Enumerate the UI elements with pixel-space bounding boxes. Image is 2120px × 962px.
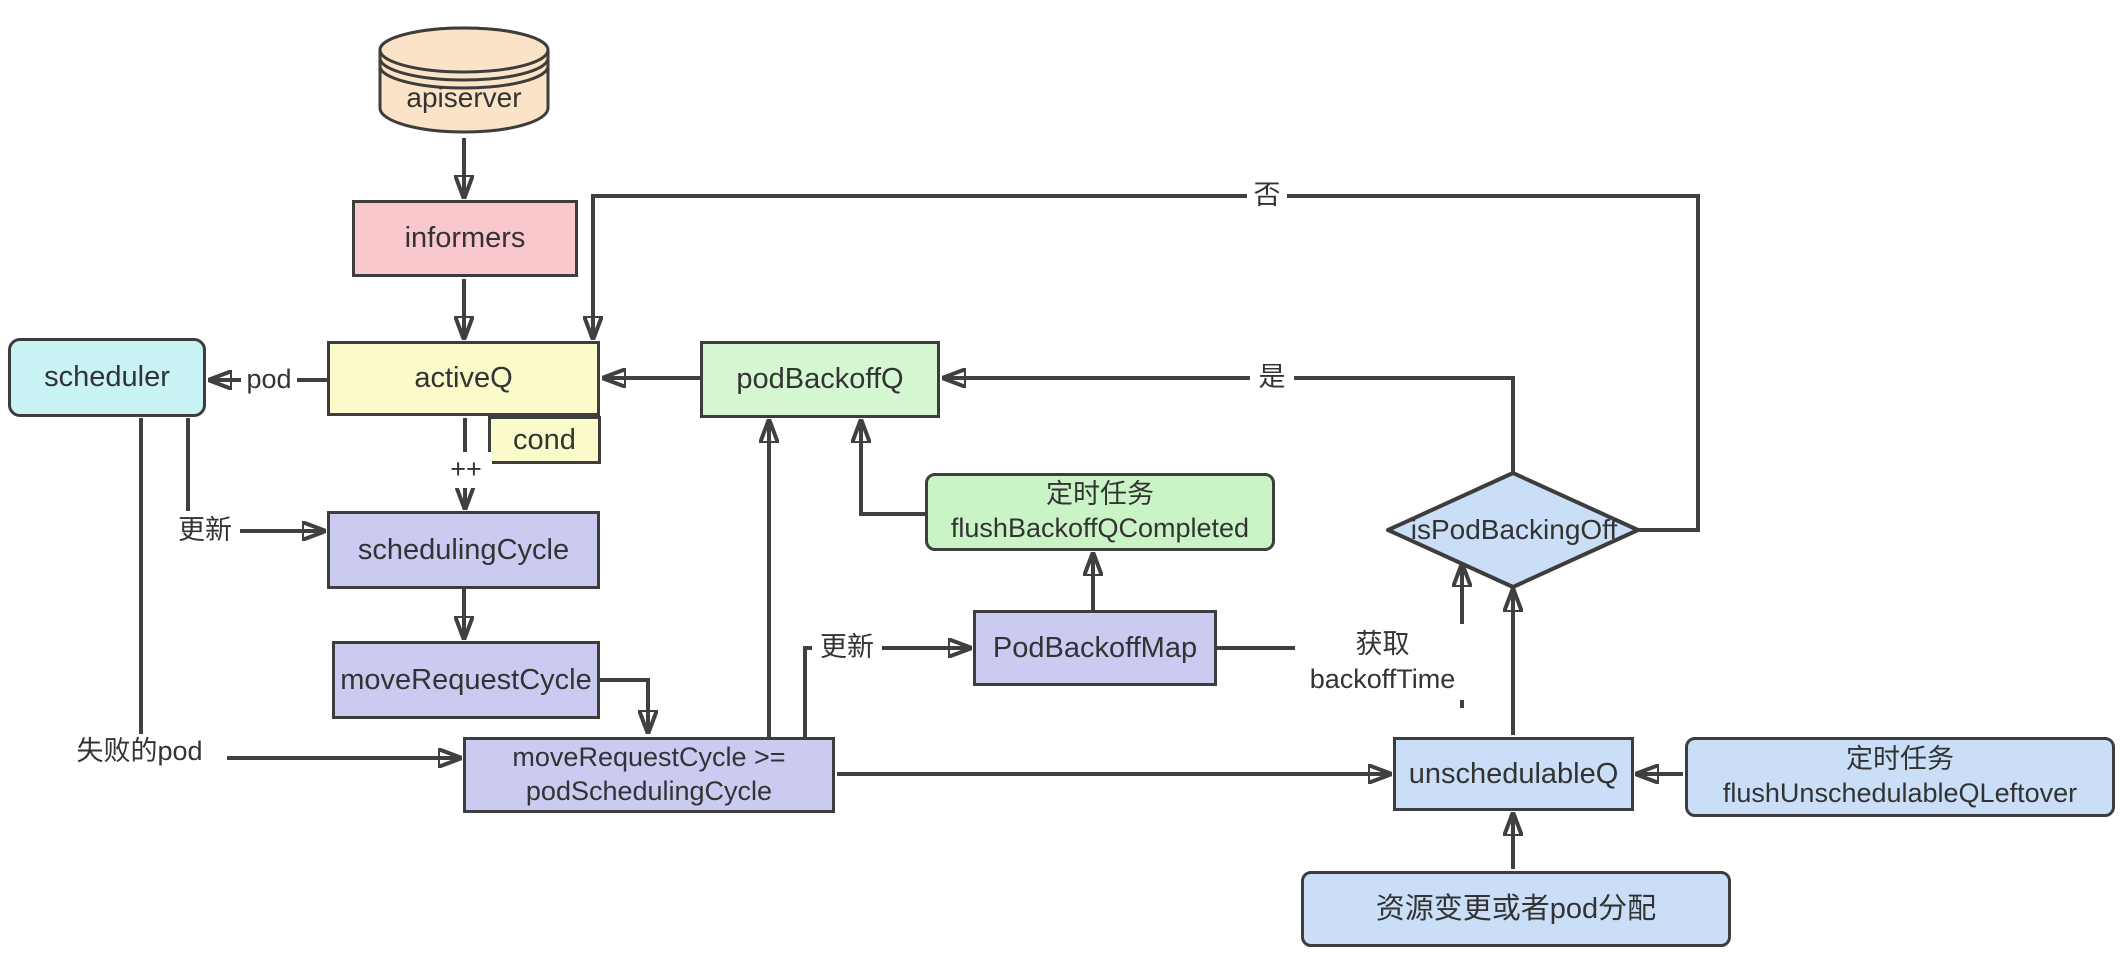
edge-label-get-backofftime: 获取 backoffTime: [1295, 624, 1470, 700]
edge-moverequestcycle-movereqge: [600, 678, 648, 732]
node-schedulingcycle: schedulingCycle: [327, 511, 600, 589]
node-resource-change: 资源变更或者pod分配: [1301, 871, 1731, 947]
apiserver-cylinder-icon: [378, 26, 550, 134]
edge-label-no: 否: [1247, 178, 1287, 214]
edge-label-update-left: 更新: [170, 513, 240, 549]
node-informers: informers: [352, 200, 578, 277]
node-moverequestcycle: moveRequestCycle: [332, 641, 600, 719]
node-ispodbackingoff-label: isPodBackingOff: [1410, 514, 1618, 545]
edge-label-update-right: 更新: [812, 630, 882, 666]
node-ispodbackingoff-shape: [1386, 471, 1640, 589]
edge-label-yes: 是: [1250, 360, 1294, 396]
edge-label-failed-pod: 失败的pod: [52, 734, 227, 770]
edge-label-increment: ++: [440, 452, 492, 488]
edge-diamond-yes-podbackoffq: [944, 378, 1515, 472]
node-unschedulableq: unschedulableQ: [1393, 737, 1634, 811]
node-podbackoffmap: PodBackoffMap: [973, 610, 1217, 686]
edge-flushbackoffq-podbackoffq: [861, 421, 925, 516]
node-podbackoffq: podBackoffQ: [700, 341, 940, 418]
edge-diamond-no-activeq: [593, 194, 1700, 532]
node-apiserver-label: apiserver: [406, 82, 522, 113]
node-flushunschedulableqleftover: 定时任务 flushUnschedulableQLeftover: [1685, 737, 2115, 817]
node-activeq: activeQ: [327, 341, 600, 416]
edge-label-pod: pod: [241, 362, 297, 398]
node-scheduler: scheduler: [8, 338, 206, 417]
node-moverequestcycle-ge: moveRequestCycle >= podSchedulingCycle: [463, 737, 835, 813]
node-cond: cond: [488, 416, 601, 464]
node-flushbackoffqcompleted: 定时任务 flushBackoffQCompleted: [925, 473, 1275, 551]
